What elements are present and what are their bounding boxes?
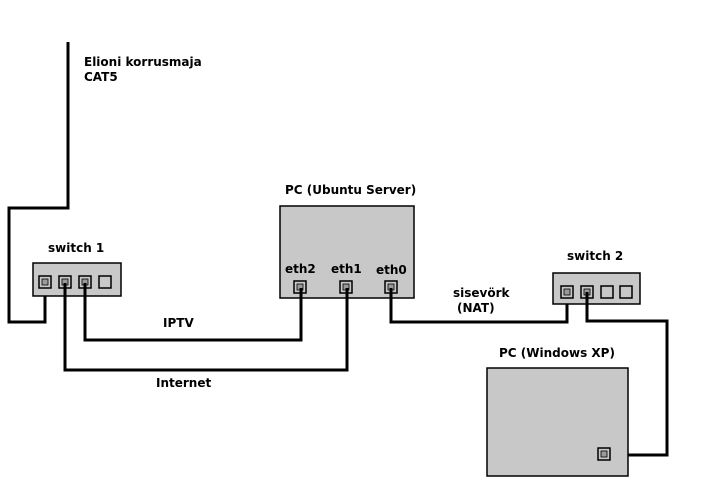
client-label: PC (Windows XP) [499, 346, 615, 360]
switch-1-label: switch 1 [48, 241, 105, 255]
eth1-label: eth1 [331, 262, 362, 276]
server-label: PC (Ubuntu Server) [285, 183, 417, 197]
client-cable [585, 292, 669, 457]
internet-cable [63, 283, 349, 372]
switch-1-port-4 [98, 275, 112, 289]
switch-2-port-4 [619, 285, 633, 299]
eth2-label: eth2 [285, 262, 316, 276]
iptv-cable [83, 283, 303, 342]
switch-2-label: switch 2 [567, 249, 624, 263]
lan-cable [389, 288, 569, 324]
switch-2-ports [560, 285, 633, 299]
lan-label: sisevörk (NAT) [453, 286, 510, 316]
uplink-label-line2: CAT5 [84, 70, 118, 84]
uplink-label-line1: Elioni korrusmaja [84, 55, 202, 69]
iptv-label: IPTV [163, 316, 194, 330]
uplink-cable [7, 42, 70, 324]
lan-label-line2: (NAT) [457, 301, 495, 315]
lan-label-line1: sisevörk [453, 286, 510, 300]
eth0-label: eth0 [376, 263, 407, 277]
switch-2-port-3 [600, 285, 614, 299]
internet-label: Internet [156, 376, 212, 390]
uplink-label: Elioni korrusmaja CAT5 [84, 55, 202, 85]
